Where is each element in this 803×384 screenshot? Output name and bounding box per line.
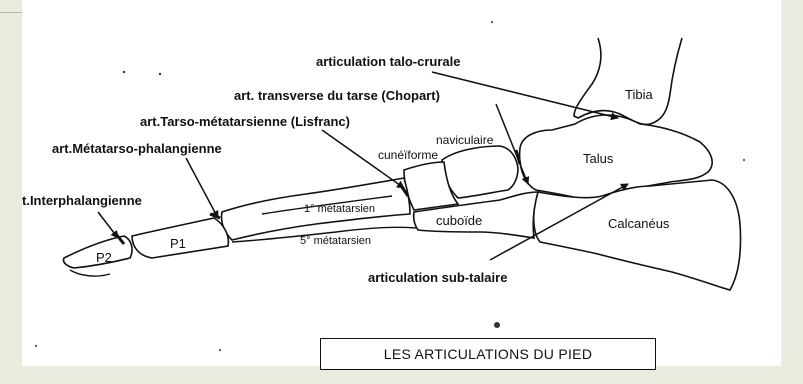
caption-title: LES ARTICULATIONS DU PIED [384, 346, 592, 362]
bone-label-cuneiforme: cunéïforme [378, 148, 438, 162]
speck [491, 21, 493, 23]
bone-label-naviculaire: naviculaire [436, 133, 494, 147]
arrow-metatarso [186, 158, 218, 218]
bone-label-tibia: Tibia [625, 87, 653, 102]
toe-tip-line [70, 270, 110, 276]
speck [123, 71, 125, 73]
caption-box: LES ARTICULATIONS DU PIED [320, 338, 656, 370]
navicular-bone [442, 146, 518, 198]
bone-label-metatarsien-5: 5° métatarsien [300, 235, 371, 247]
speck [494, 322, 500, 328]
label-interphalangienne: t.Interphalangienne [22, 193, 142, 208]
speck [35, 345, 37, 347]
bone-label-metatarsien-1: 1° métatarsien [304, 203, 375, 215]
bone-label-talus: Talus [583, 151, 614, 166]
speck [743, 159, 745, 161]
label-sub-talaire: articulation sub-talaire [368, 270, 507, 285]
label-talo-crurale: articulation talo-crurale [316, 54, 460, 69]
speck [159, 73, 161, 75]
label-metatarso: art.Métatarso-phalangienne [52, 141, 222, 156]
bone-label-calcaneus: Calcanéus [608, 216, 670, 231]
bone-label-p2: P2 [96, 250, 112, 265]
arrow-interphalangienne [98, 212, 118, 238]
bone-label-p1: P1 [170, 236, 186, 251]
speck [219, 349, 221, 351]
label-lisfranc: art.Tarso-métatarsienne (Lisfranc) [140, 114, 350, 129]
label-chopart: art. transverse du tarse (Chopart) [234, 88, 440, 103]
bone-label-cuboide: cuboïde [436, 213, 482, 228]
calcaneus-bone [534, 180, 741, 290]
